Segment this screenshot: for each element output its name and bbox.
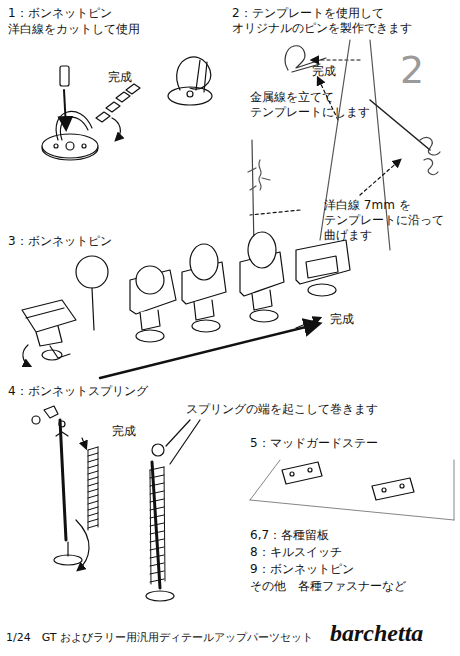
section-heading: 8：キルスイッチ <box>250 545 450 560</box>
section-heading: 1：ボンネットピン <box>8 6 188 21</box>
caption: 1/24 GT およびラリー用汎用ディテールアップパーツセット <box>6 632 328 644</box>
note: 洋白線をカットして使用 <box>8 22 188 37</box>
section-heading: 3：ボンネットピン <box>8 234 188 249</box>
note: スプリングの端を起こして巻きます <box>186 402 416 417</box>
section-heading: 9：ボンネットピン <box>250 562 450 577</box>
callout-number: 2 <box>400 50 440 92</box>
brand-logo: barchetta <box>330 620 454 646</box>
section-heading: 6,7：各種留板 <box>250 528 450 543</box>
note: 完成 <box>108 70 148 85</box>
note: 完成 <box>330 312 370 327</box>
section-heading: 2：テンプレートを使用して オリジナルのピンを製作できます <box>232 6 454 36</box>
note: 完成 <box>112 424 152 439</box>
note: 洋白線 7mm を テンプレートに沿って 曲げます <box>324 198 456 243</box>
note: その他 各種ファスナーなど <box>250 579 456 594</box>
note: 完成 <box>312 64 352 79</box>
section-heading: 5：マッドガードステー <box>250 436 450 451</box>
note: 金属線を立てて テンプレートにします <box>250 90 370 120</box>
section-heading: 4：ボンネットスプリング <box>8 384 208 399</box>
